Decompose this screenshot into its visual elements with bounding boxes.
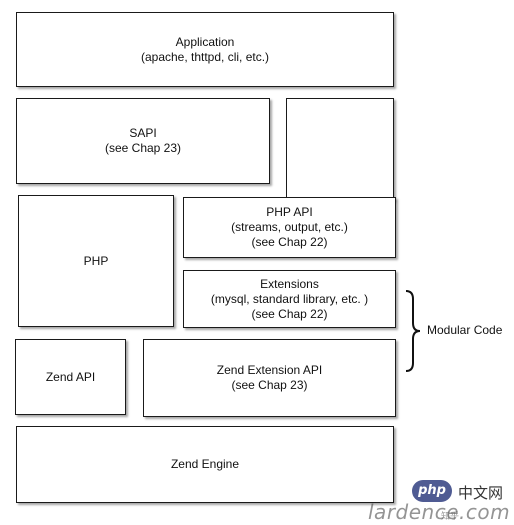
- application-layer: Application (apache, thttpd, cli, etc.): [16, 12, 394, 87]
- application-title: Application: [175, 34, 235, 49]
- zend-extension-api-ref: (see Chap 23): [231, 378, 308, 392]
- zend-api-layer: Zend API: [15, 339, 126, 415]
- php-api-title: PHP API: [266, 205, 313, 219]
- zend-extension-api-layer: Zend Extension API (see Chap 23): [143, 339, 396, 417]
- sapi-extension-block: [286, 98, 394, 201]
- application-subtitle: (apache, thttpd, cli, etc.): [140, 49, 270, 64]
- extensions-ref: (see Chap 22): [251, 306, 328, 321]
- php-title: PHP: [83, 253, 109, 268]
- zend-engine-layer: Zend Engine: [16, 426, 394, 503]
- watermark-site-name: 中文网: [458, 484, 504, 502]
- watermark-zhihu: 知乎: [441, 512, 460, 522]
- sapi-layer: SAPI (see Chap 23): [16, 98, 270, 184]
- php-api-ref: (see Chap 22): [251, 235, 328, 249]
- extensions-layer: Extensions (mysql, standard library, etc…: [183, 270, 396, 328]
- extensions-title: Extensions: [260, 276, 319, 291]
- sapi-subtitle: (see Chap 23): [104, 141, 182, 155]
- modular-code-label: Modular Code: [427, 323, 503, 337]
- extensions-subtitle: (mysql, standard library, etc. ): [210, 291, 369, 306]
- modular-code-brace: [405, 290, 421, 372]
- zend-api-title: Zend API: [45, 369, 96, 384]
- watermark-url: lardence.com: [368, 500, 511, 524]
- zend-engine-title: Zend Engine: [170, 457, 240, 471]
- php-api-subtitle: (streams, output, etc.): [231, 220, 348, 234]
- watermark-php-logo: php: [412, 480, 452, 502]
- php-layer: PHP: [18, 195, 174, 327]
- sapi-title: SAPI: [129, 126, 157, 140]
- zend-extension-api-title: Zend Extension API: [216, 363, 323, 377]
- php-api-layer: PHP API (streams, output, etc.) (see Cha…: [183, 197, 396, 258]
